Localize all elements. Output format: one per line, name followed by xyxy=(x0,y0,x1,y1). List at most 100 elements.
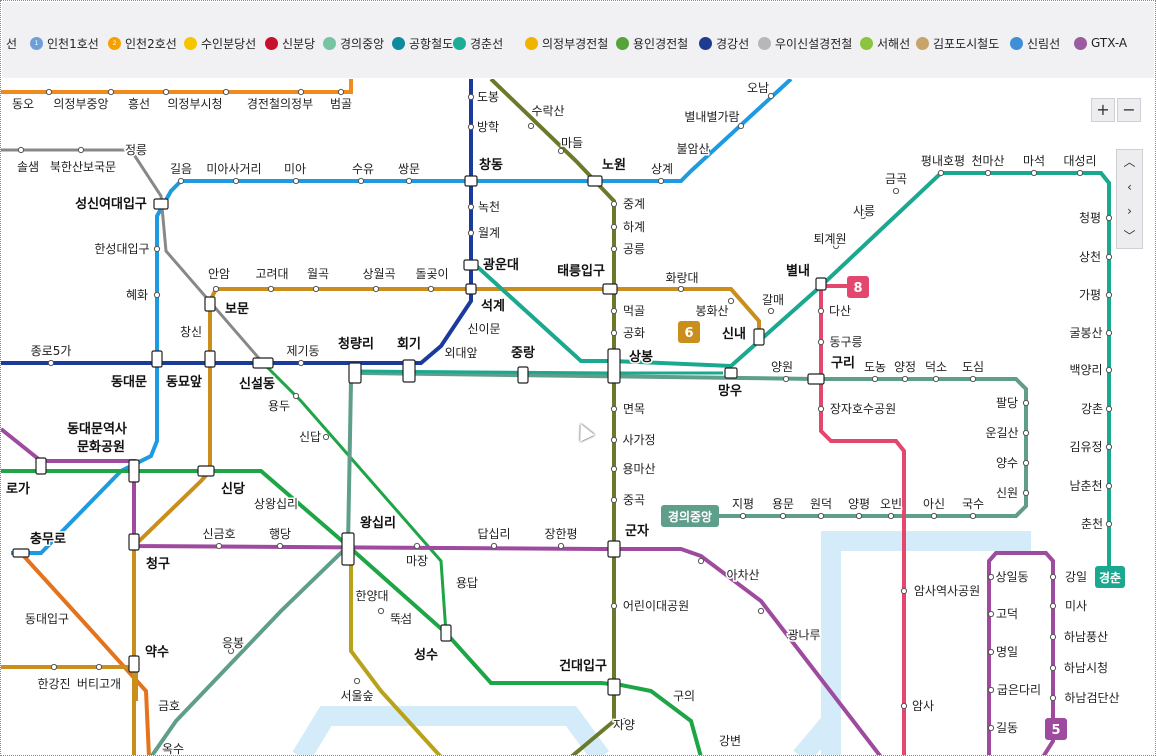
station-label[interactable]: 남춘천 xyxy=(1068,477,1104,495)
station-label[interactable]: 종로5가 xyxy=(29,343,73,360)
station-label[interactable]: 구의 xyxy=(671,688,696,705)
station-label[interactable]: 공화 xyxy=(621,325,646,342)
legend-item-4[interactable]: 신분당 xyxy=(265,35,315,51)
station-label[interactable]: 어린이대공원 xyxy=(621,598,690,615)
station-label[interactable]: 명일 xyxy=(994,644,1019,661)
station-label[interactable]: 의정부시청 xyxy=(166,96,224,113)
pan-left-button[interactable]: ‹ xyxy=(1127,179,1132,194)
station-label[interactable]: 군자 xyxy=(624,523,651,541)
station-label[interactable]: 옥수 xyxy=(160,741,185,756)
zoom-out-button[interactable]: − xyxy=(1117,98,1141,122)
station-label[interactable]: 동오 xyxy=(10,96,35,113)
station-label[interactable]: 버티고개 xyxy=(75,676,122,693)
station-label[interactable]: 별내 xyxy=(785,262,812,281)
legend-item-5[interactable]: 경의중앙 xyxy=(323,35,384,51)
station-label[interactable]: 문화공원 xyxy=(76,438,127,457)
zoom-in-button[interactable]: + xyxy=(1091,98,1115,122)
station-label[interactable]: 한강진 xyxy=(36,676,72,693)
station-label[interactable]: 광나루 xyxy=(786,627,822,644)
station-label[interactable]: 안암 xyxy=(206,266,231,283)
station-label[interactable]: 굴봉산 xyxy=(1068,325,1104,342)
station-label[interactable]: 월곡 xyxy=(305,266,330,283)
station-label[interactable]: 돌곶이 xyxy=(414,266,450,283)
station-label[interactable]: 흥선 xyxy=(126,96,151,113)
station-label[interactable]: 중랑 xyxy=(510,345,537,363)
station-label[interactable]: 도봉 xyxy=(475,89,500,106)
station-label[interactable]: 청량리 xyxy=(337,335,376,354)
station-label[interactable]: 상천 xyxy=(1077,248,1102,266)
station-label[interactable]: 운길산 xyxy=(984,425,1020,442)
station-label[interactable]: 다산 xyxy=(827,303,852,320)
station-label[interactable]: 사가정 xyxy=(621,432,657,449)
station-label[interactable]: 쌍문 xyxy=(396,161,421,178)
station-label[interactable]: 마석 xyxy=(1021,153,1046,170)
pan-up-button[interactable]: ︿ xyxy=(1123,155,1136,169)
station-label[interactable]: 신금호 xyxy=(201,526,237,543)
station-label[interactable]: 아신 xyxy=(921,496,946,513)
station-label[interactable]: 왕십리 xyxy=(359,514,398,533)
line6-badge[interactable]: 6 xyxy=(678,321,700,343)
station-label[interactable]: 동구릉 xyxy=(828,334,864,351)
station-label[interactable]: 동대문역사 xyxy=(66,420,129,439)
station-label[interactable]: 먹골 xyxy=(621,303,646,320)
station-label[interactable]: 상왕십리 xyxy=(252,496,299,513)
station-label[interactable]: 강변 xyxy=(717,733,742,750)
station-label[interactable]: 국수 xyxy=(960,496,985,513)
station-label[interactable]: 로가 xyxy=(5,481,32,499)
station-label[interactable]: 도심 xyxy=(960,359,985,376)
station-label[interactable]: 용마산 xyxy=(621,461,657,478)
station-label[interactable]: 강일 xyxy=(1063,569,1088,586)
station-label[interactable]: 약수 xyxy=(144,643,171,662)
station-label[interactable]: 덕소 xyxy=(923,359,948,376)
station-label[interactable]: 장자호수공원 xyxy=(828,401,897,418)
legend-item-11[interactable]: 우이신설경전철 xyxy=(758,35,852,51)
station-label[interactable]: 신이문 xyxy=(466,321,502,338)
station-label[interactable]: 광운대 xyxy=(482,257,521,275)
station-label[interactable]: 하남시청 xyxy=(1062,660,1109,677)
station-label[interactable]: 창동 xyxy=(478,156,505,175)
station-label[interactable]: 석계 xyxy=(480,298,507,316)
legend-item-15[interactable]: GTX-A xyxy=(1074,35,1127,51)
line5-badge[interactable]: 5 xyxy=(1045,718,1067,740)
station-label[interactable]: 사릉 xyxy=(851,203,876,220)
station-label[interactable]: 도농 xyxy=(862,359,887,376)
station-label[interactable]: 양원 xyxy=(769,359,794,376)
station-label[interactable]: 범골 xyxy=(328,96,353,113)
legend-item-12[interactable]: 서해선 xyxy=(860,35,910,51)
gyeongui-badge[interactable]: 경의중앙 xyxy=(661,505,719,527)
station-label[interactable]: 장한평 xyxy=(543,526,579,543)
station-label[interactable]: 미아 xyxy=(282,161,307,178)
station-label[interactable]: 불암산 xyxy=(675,141,711,158)
station-label[interactable]: 백양리 xyxy=(1068,362,1104,379)
station-label[interactable]: 퇴계원 xyxy=(812,231,848,248)
station-label[interactable]: 한성대입구 xyxy=(93,241,151,258)
station-label[interactable]: 하계 xyxy=(621,219,646,236)
station-label[interactable]: 용문 xyxy=(770,496,795,513)
station-label[interactable]: 용두 xyxy=(266,398,291,415)
station-label[interactable]: 평내호평 xyxy=(919,153,966,170)
legend-item-14[interactable]: 신림선 xyxy=(1010,35,1060,51)
station-label[interactable]: 솔샘 xyxy=(15,159,40,176)
station-label[interactable]: 원덕 xyxy=(808,496,833,513)
legend-item-10[interactable]: 경강선 xyxy=(699,35,749,51)
station-label[interactable]: 춘천 xyxy=(1079,515,1104,533)
station-label[interactable]: 동대입구 xyxy=(23,611,70,628)
station-label[interactable]: 대성리 xyxy=(1062,153,1098,170)
station-label[interactable]: 별내별가람 xyxy=(683,109,741,126)
station-label[interactable]: 면목 xyxy=(621,401,646,418)
station-label[interactable]: 금곡 xyxy=(883,171,908,188)
legend-item-13[interactable]: 김포도시철도 xyxy=(916,35,999,51)
station-label[interactable]: 녹천 xyxy=(476,198,501,216)
station-label[interactable]: 서울숲 xyxy=(339,688,375,705)
station-label[interactable]: 상일동 xyxy=(994,569,1030,586)
station-label[interactable]: 하남검단산 xyxy=(1063,690,1121,707)
station-label[interactable]: 봉화산 xyxy=(694,303,730,320)
station-label[interactable]: 구리 xyxy=(830,354,857,373)
station-label[interactable]: 갈매 xyxy=(760,292,785,309)
station-label[interactable]: 양평 xyxy=(846,496,871,513)
station-label[interactable]: 상봉 xyxy=(628,349,655,367)
